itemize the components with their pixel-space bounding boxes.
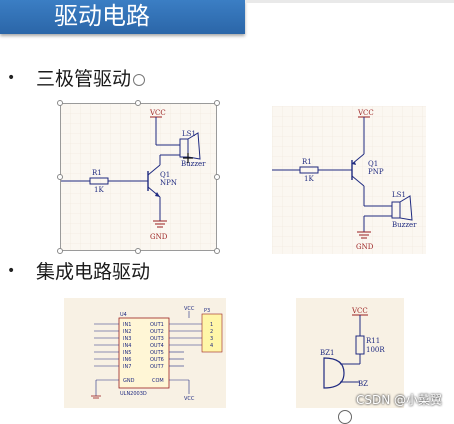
buzzer-name: Buzzer	[181, 160, 206, 168]
buzzer-horn	[187, 132, 201, 160]
resize-handle-tl[interactable]	[57, 100, 63, 106]
npn-arrow	[155, 192, 160, 197]
connector-pin-1: 1	[210, 322, 213, 328]
transistor-ref: Q1	[160, 171, 170, 179]
chip-out4: OUT4	[150, 343, 164, 349]
chip-out7: OUT7	[150, 364, 164, 370]
buzzer-horn	[399, 195, 413, 221]
buzzer-name: Buzzer	[392, 221, 417, 229]
chip-out1: OUT1	[150, 322, 164, 328]
resistor-value: 1K	[304, 175, 314, 183]
buzzer-ref: BZ1	[320, 349, 334, 357]
buzzer-schematic[interactable]: VCC R11 100R BZ1 BZ	[296, 298, 404, 408]
chip-in3: IN3	[123, 336, 131, 342]
bullet-text-ic-drive: 集成电路驱动	[36, 261, 151, 283]
com-vcc-label: VCC	[184, 396, 195, 402]
chip-out3: OUT3	[150, 336, 164, 342]
transistor-type: PNP	[368, 168, 384, 176]
csdn-watermark: CSDN @小菜翼	[355, 393, 442, 407]
buzzer-ref: LS1	[182, 130, 196, 138]
npn-driver-schematic[interactable]: VCC LS1 Buzzer Q1 NPN R1 1K GND	[60, 103, 217, 251]
pnp-collector	[351, 175, 365, 187]
connector-body	[201, 313, 223, 353]
connector-pin-3: 3	[210, 336, 213, 342]
slide-title: 驱动电路	[54, 2, 150, 30]
chip-in7: IN7	[123, 364, 131, 370]
resistor-body	[355, 335, 365, 355]
net-label: BZ	[358, 380, 368, 388]
transistor-ref: Q1	[368, 160, 378, 168]
bullet-dot-1: •	[7, 70, 16, 86]
gnd-label: GND	[356, 243, 374, 251]
resize-handle-ml[interactable]	[57, 174, 63, 180]
resize-handle-bl[interactable]	[57, 248, 63, 254]
gnd-label: GND	[150, 233, 168, 241]
chip-out5: OUT5	[150, 350, 164, 356]
connector-pin-2: 2	[210, 329, 213, 335]
chip-in6: IN6	[123, 357, 131, 363]
vcc-label: VCC	[149, 109, 166, 117]
connector-vcc-label: VCC	[184, 306, 195, 312]
pnp-driver-schematic[interactable]: VCC Q1 PNP R1 1K LS1 Buzzer GND	[272, 106, 426, 254]
buzzer-symbol-icon	[323, 357, 345, 389]
connector-ref: P3	[204, 308, 210, 314]
pnp-emitter	[351, 153, 365, 165]
bullet-dot-2: •	[7, 263, 16, 279]
resistor-ref: R11	[366, 337, 380, 345]
bullet-text-transistor-drive: 三极管驱动	[36, 68, 132, 90]
chip-output-pins	[169, 323, 202, 367]
slide-title-bar	[0, 0, 245, 34]
chip-in4: IN4	[123, 343, 131, 349]
chip-body	[118, 317, 170, 389]
chip-ref: U4	[120, 312, 127, 318]
buzzer-ref: LS1	[392, 191, 406, 199]
chip-in5: IN5	[123, 350, 131, 356]
title-bar-shadow-strip	[245, 0, 454, 3]
resize-handle-tm[interactable]	[135, 100, 141, 106]
ic-driver-schematic[interactable]: U4 ULN2003D IN1 IN2 IN3 IN4 IN5 IN6 IN7 …	[64, 298, 226, 408]
resize-handle-mr[interactable]	[214, 174, 220, 180]
resize-handle-bm[interactable]	[135, 248, 141, 254]
resize-handle-tr[interactable]	[214, 100, 220, 106]
chip-out2: OUT2	[150, 329, 164, 335]
chip-com-pin: COM	[152, 378, 164, 384]
npn-collector	[147, 164, 161, 176]
chip-name: ULN2003D	[120, 391, 147, 397]
chip-input-pins	[94, 323, 119, 367]
resistor-value: 100R	[366, 346, 385, 354]
vcc-label: VCC	[357, 109, 374, 117]
chip-out6: OUT6	[150, 357, 164, 363]
chip-in2: IN2	[123, 329, 131, 335]
resize-handle-br[interactable]	[214, 248, 220, 254]
resistor-ref: R1	[92, 169, 102, 177]
image-selection-frame	[60, 103, 217, 251]
move-cursor-icon	[183, 153, 193, 163]
resistor-value: 1K	[94, 186, 104, 194]
chip-gnd-pin: GND	[123, 378, 135, 384]
connector-pin-4: 4	[210, 343, 213, 349]
rotate-handle-icon[interactable]	[133, 74, 145, 86]
transistor-type: NPN	[160, 179, 177, 187]
chip-in1: IN1	[123, 322, 131, 328]
vcc-label: VCC	[351, 307, 368, 315]
partial-ring-decoration	[338, 410, 352, 424]
pnp-arrow	[352, 162, 356, 165]
resistor-ref: R1	[302, 158, 312, 166]
